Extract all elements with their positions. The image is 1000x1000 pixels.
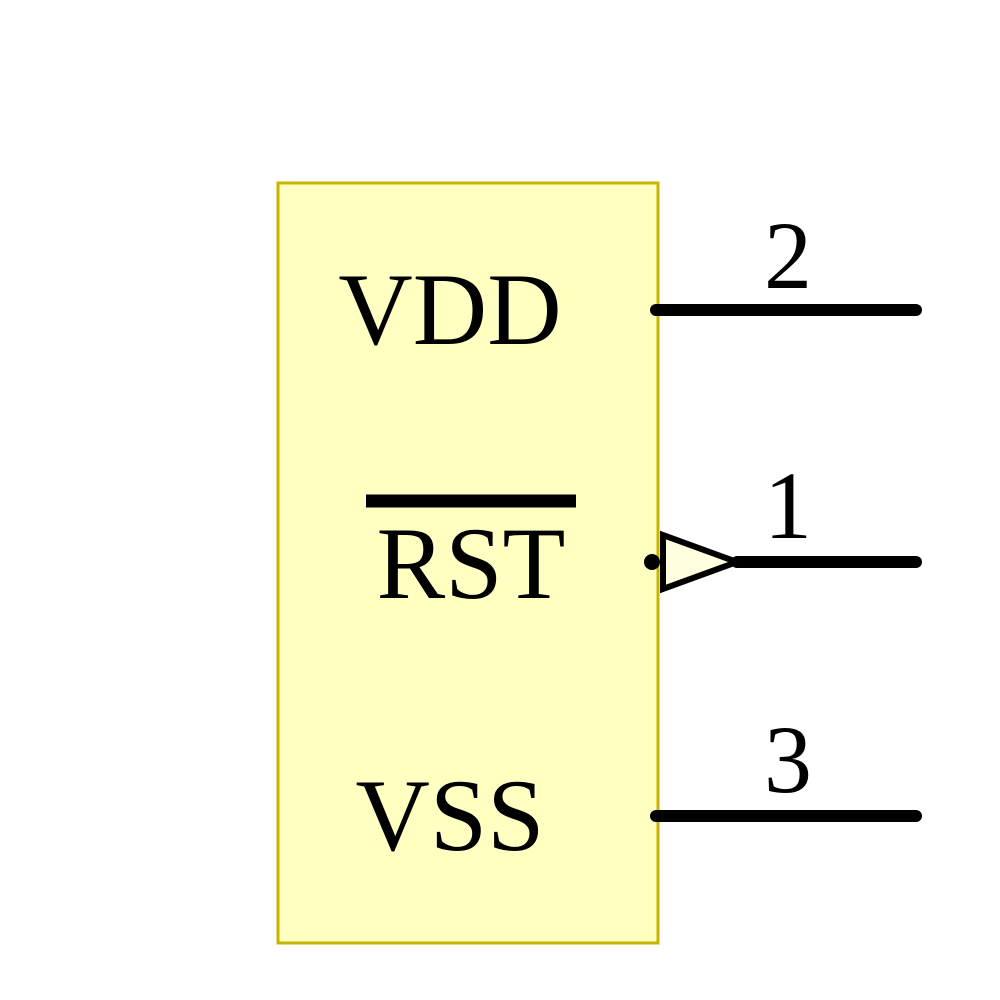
- pin-connection-dot: [644, 554, 660, 570]
- pin-name-vdd: VDD: [338, 253, 561, 367]
- symbol-body[interactable]: [276, 181, 660, 945]
- pin-number-3: 3: [764, 706, 812, 813]
- pin-number-1: 1: [764, 452, 812, 559]
- inverted-input-arrow-icon: [660, 530, 746, 594]
- pin-number-2: 2: [764, 202, 812, 309]
- pin-name-rst: RST: [377, 507, 566, 621]
- pin-name-vss: VSS: [356, 759, 545, 873]
